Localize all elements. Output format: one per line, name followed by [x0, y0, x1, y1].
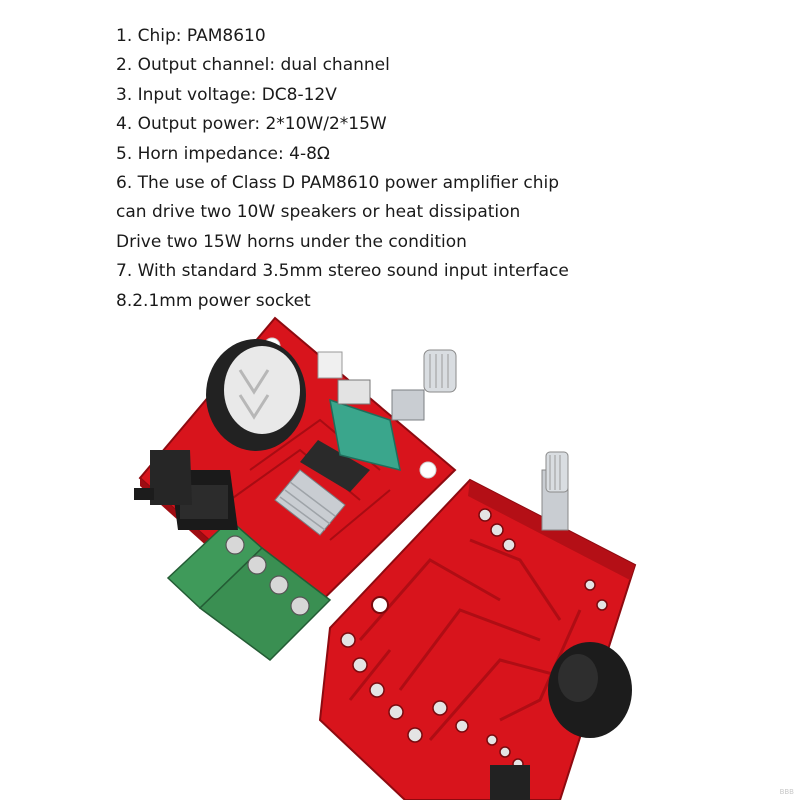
heatsink: [274, 469, 346, 536]
spec-class-d-line1: 6. The use of Class D PAM8610 power ampl…: [116, 173, 560, 194]
speaker-terminal-block: [166, 518, 332, 661]
spec-power-socket: 8.2.1mm power socket: [116, 290, 311, 311]
spec-horn-impedance: 5. Horn impedance: 4-8Ω: [116, 143, 330, 164]
potentiometer: [317, 349, 457, 472]
spec-input-interface: 7. With standard 3.5mm stereo sound inpu…: [116, 261, 569, 282]
spec-chip: 1. Chip: PAM8610: [116, 26, 266, 46]
spec-input-voltage: 3. Input voltage: DC8-12V: [116, 84, 337, 105]
spec-list: 1. Chip: PAM8610 2. Output channel: dual…: [116, 22, 569, 316]
spec-output-power: 4. Output power: 2*10W/2*15W: [116, 114, 387, 135]
spec-output-channel: 2. Output channel: dual channel: [116, 55, 390, 76]
amplifier-board-rear: [318, 478, 637, 800]
spec-class-d-line3: Drive two 15W horns under the condition: [116, 231, 467, 252]
rear-potentiometer-shaft: [541, 451, 569, 531]
amplifier-board-front: [134, 316, 457, 661]
spec-class-d-line2: can drive two 10W speakers or heat dissi…: [116, 202, 521, 223]
capacitor: [206, 339, 306, 451]
watermark: BBB: [779, 788, 794, 796]
audio-jack: [134, 450, 192, 505]
